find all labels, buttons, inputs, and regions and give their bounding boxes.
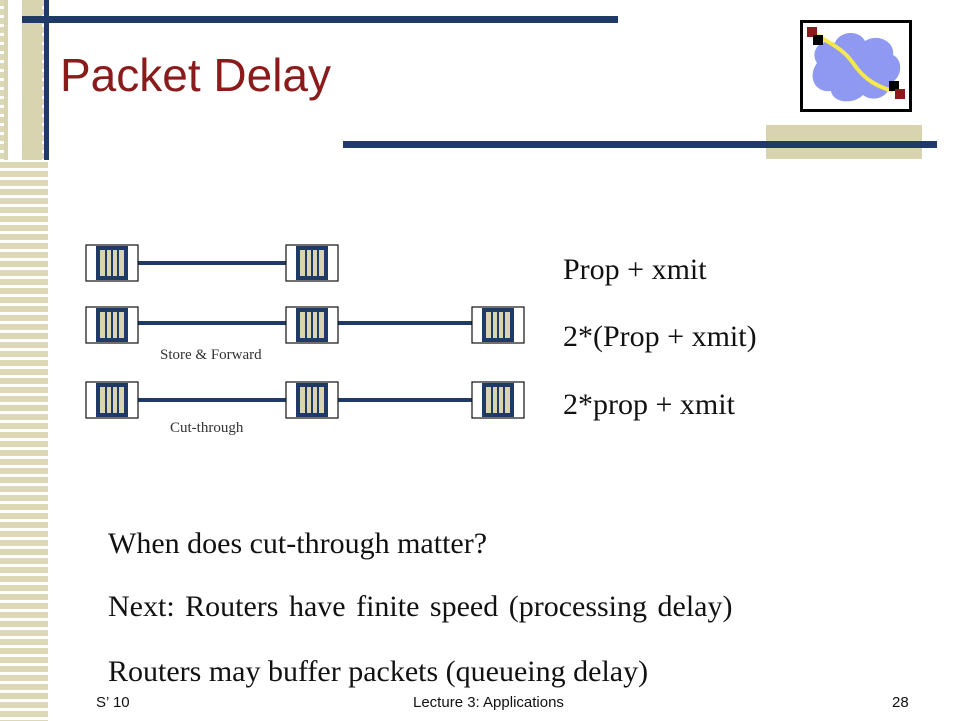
store-forward-label: Store & Forward bbox=[160, 347, 266, 363]
body-line-3: Routers may buffer packets (queueing del… bbox=[108, 655, 649, 688]
vertical-rule bbox=[44, 0, 49, 160]
node-square-icon bbox=[813, 35, 823, 45]
router-icon bbox=[285, 306, 339, 344]
router-icon bbox=[85, 306, 139, 344]
router-icon bbox=[471, 381, 525, 419]
footer-course: S’ 10 bbox=[96, 694, 130, 711]
network-cloud-icon bbox=[807, 27, 905, 102]
router-icon bbox=[285, 244, 339, 282]
formula-row-3: 2*prop + xmit bbox=[563, 388, 735, 421]
footer-lecture: Lecture 3: Applications bbox=[413, 694, 564, 711]
network-logo bbox=[800, 20, 912, 112]
formula-row-2: 2*(Prop + xmit) bbox=[563, 320, 757, 353]
footer-page-number: 28 bbox=[892, 694, 909, 711]
formula-row-1: Prop + xmit bbox=[563, 253, 707, 286]
left-inner-bar bbox=[8, 0, 22, 160]
node-square-icon bbox=[889, 81, 899, 91]
router-links-diagram bbox=[85, 244, 525, 419]
delay-diagram: Store & Forward Cut-through bbox=[80, 240, 560, 450]
cut-through-label: Cut-through bbox=[170, 420, 248, 436]
slide-title: Packet Delay bbox=[60, 49, 332, 101]
router-icon bbox=[85, 381, 139, 419]
router-icon bbox=[85, 244, 139, 282]
network-path bbox=[815, 33, 894, 93]
title-underline-rule bbox=[343, 141, 937, 148]
body-line-1: When does cut-through matter? bbox=[108, 527, 488, 560]
top-rule bbox=[22, 16, 618, 23]
node-square-icon bbox=[807, 27, 817, 37]
router-icon bbox=[471, 306, 525, 344]
node-square-icon bbox=[895, 89, 905, 99]
body-line-2: Next: Routers have finite speed (process… bbox=[108, 590, 733, 623]
router-icon bbox=[285, 381, 339, 419]
